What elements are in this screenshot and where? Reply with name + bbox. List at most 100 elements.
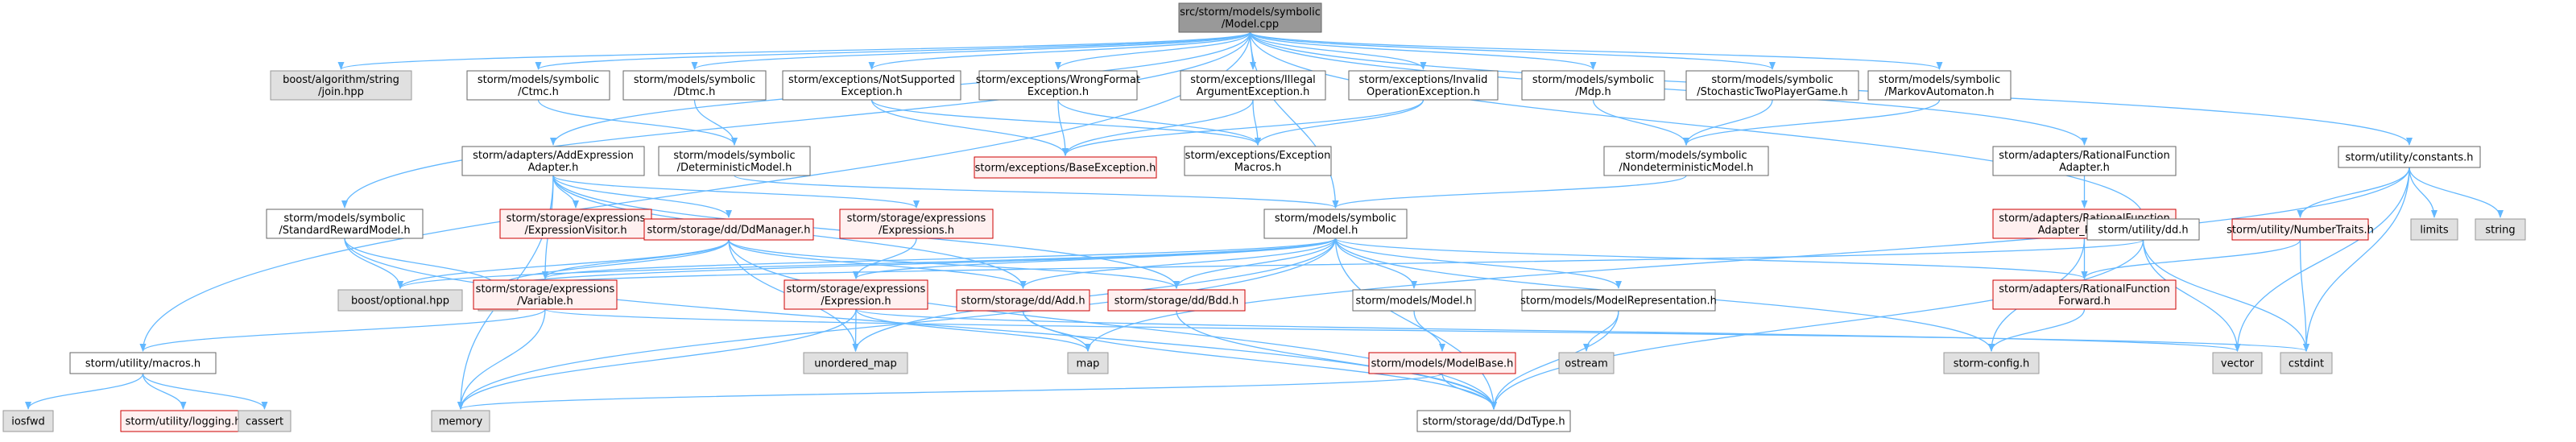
node-label-wrongfmt-line-0: storm/exceptions/WrongFormat: [976, 74, 1140, 86]
edge-model-to-add: [1019, 238, 1337, 289]
node-label-addexpr-line-0: storm/adapters/AddExpression: [473, 150, 634, 162]
edge-invalidop-to-excmacros: [1255, 99, 1424, 146]
node-label-unordered_map-line-0: unordered_map: [814, 358, 897, 370]
node-illegal[interactable]: storm/exceptions/IllegalArgumentExceptio…: [1180, 70, 1326, 101]
edge-illegal-to-baseexc: [1062, 99, 1254, 156]
node-box-modelbase: [1368, 352, 1516, 374]
node-macros[interactable]: storm/utility/macros.h: [69, 352, 217, 374]
node-box-expression: [784, 279, 928, 310]
node-label-stdreward-line-1: /StandardRewardModel.h: [279, 225, 410, 237]
edge-model-to-memory: [457, 238, 1337, 410]
node-label-ctmc-line-0: storm/models/symbolic: [478, 74, 599, 86]
edges-layer: [25, 31, 2504, 410]
node-utildd[interactable]: storm/utility/dd.h: [2086, 218, 2200, 241]
nodes-layer: src/storm/models/symbolic/Model.cppboost…: [2, 2, 2526, 432]
node-ctmc[interactable]: storm/models/symbolic/Ctmc.h: [466, 70, 610, 101]
node-box-invalidop: [1348, 70, 1499, 101]
node-box-limits: [2410, 218, 2458, 241]
node-numtraits[interactable]: storm/utility/NumberTraits.h: [2227, 218, 2374, 241]
node-label-stoch-line-0: storm/models/symbolic: [1711, 74, 1833, 86]
node-label-ratfuncadapter-line-1: Adapter.h: [2059, 162, 2110, 174]
node-box-ratfuncadapter: [1992, 146, 2177, 176]
node-label-bdd-line-0: storm/storage/dd/Bdd.h: [1114, 295, 1238, 308]
node-label-ctmc-line-1: /Ctmc.h: [518, 86, 559, 98]
edge-expression-to-map: [855, 308, 1091, 352]
node-box-vector: [2212, 352, 2263, 374]
node-label-utildd-line-0: storm/utility/dd.h: [2098, 225, 2188, 237]
edge-ratfuncfwd-to-stormconfig: [1988, 308, 2086, 352]
node-label-add-line-0: storm/storage/dd/Add.h: [961, 295, 1085, 308]
node-label-markov-line-1: /MarkovAutomaton.h: [1884, 86, 1994, 98]
node-dtmc[interactable]: storm/models/symbolic/Dtmc.h: [622, 70, 767, 101]
edge-notsupp-to-baseexc: [870, 99, 1069, 156]
node-variable[interactable]: storm/storage/expressions/Variable.h: [473, 279, 618, 310]
node-detmodel[interactable]: storm/models/symbolic/DeterministicModel…: [658, 146, 811, 176]
node-unordered_map: unordered_map: [803, 352, 908, 374]
edge-root-to-invalidop: [1249, 31, 1427, 70]
node-modelsmodel[interactable]: storm/models/Model.h: [1352, 289, 1476, 312]
edge-wrongfmt-to-baseexc: [1057, 99, 1069, 156]
node-baseexc[interactable]: storm/exceptions/BaseException.h: [974, 156, 1157, 179]
edge-model-to-unordered_map: [852, 238, 1337, 352]
node-label-markov-line-0: storm/models/symbolic: [1879, 74, 2000, 86]
edge-root-to-dtmc: [691, 31, 1251, 70]
node-model[interactable]: storm/models/symbolic/Model.h: [1263, 209, 1408, 239]
node-label-cstdint-line-0: cstdint: [2289, 358, 2324, 370]
edge-root-to-model: [1249, 31, 1339, 209]
edge-model-to-variable: [542, 238, 1337, 279]
node-label-addexpr-line-1: Adapter.h: [528, 162, 579, 174]
node-label-root-line-1: /Model.cpp: [1222, 19, 1279, 31]
node-root[interactable]: src/storm/models/symbolic/Model.cpp: [1178, 2, 1322, 33]
node-vector: vector: [2212, 352, 2263, 374]
node-box-wrongfmt: [978, 70, 1138, 101]
node-add[interactable]: storm/storage/dd/Add.h: [956, 289, 1090, 312]
edge-dtmc-to-detmodel: [693, 99, 738, 146]
node-invalidop[interactable]: storm/exceptions/InvalidOperationExcepti…: [1348, 70, 1499, 101]
edge-constants-to-string: [2409, 167, 2504, 218]
node-markov[interactable]: storm/models/symbolic/MarkovAutomaton.h: [1867, 70, 2012, 101]
node-nondet[interactable]: storm/models/symbolic/NondeterministicMo…: [1603, 146, 1769, 176]
node-box-constants: [2338, 146, 2481, 168]
edge-mdp-to-nondet: [1592, 99, 1689, 146]
edge-model-to-optional: [397, 238, 1337, 289]
node-modelbase[interactable]: storm/models/ModelBase.h: [1368, 352, 1516, 374]
node-label-notsupp-line-1: Exception.h: [841, 86, 902, 98]
node-expressions[interactable]: storm/storage/expressions/Expressions.h: [839, 209, 994, 239]
edge-utildd-to-set: [495, 239, 2144, 289]
node-label-invalidop-line-1: OperationException.h: [1367, 86, 1480, 98]
node-ddtype[interactable]: storm/storage/dd/DdType.h: [1416, 410, 1571, 432]
edge-ctmc-to-detmodel: [537, 99, 738, 146]
node-label-model-line-1: /Model.h: [1313, 225, 1358, 237]
node-ddmanager[interactable]: storm/storage/dd/DdManager.h: [643, 218, 814, 241]
edge-stoch-to-nondet: [1683, 99, 1773, 146]
node-box-string: [2475, 218, 2526, 241]
node-logging[interactable]: storm/utility/logging.h: [120, 410, 246, 432]
node-bdd[interactable]: storm/storage/dd/Bdd.h: [1107, 289, 1246, 312]
node-box-expressions: [839, 209, 994, 239]
edge-bdd-to-ddtype: [1176, 310, 1497, 410]
edge-model-to-bdd: [1173, 238, 1337, 289]
edge-root-to-mdp: [1249, 31, 1597, 70]
node-box-dtmc: [622, 70, 767, 101]
node-mdp[interactable]: storm/models/symbolic/Mdp.h: [1521, 70, 1665, 101]
node-label-expression-line-1: /Expression.h: [821, 295, 891, 308]
node-stoch[interactable]: storm/models/symbolic/StochasticTwoPlaye…: [1685, 70, 1859, 101]
node-label-nondet-line-1: /NondeterministicModel.h: [1619, 162, 1754, 174]
node-stdreward[interactable]: storm/models/symbolic/StandardRewardMode…: [266, 209, 424, 239]
node-exprvisitor[interactable]: storm/storage/expressions/ExpressionVisi…: [499, 209, 652, 239]
node-label-constants-line-0: storm/utility/constants.h: [2346, 152, 2474, 164]
node-modelrep[interactable]: storm/models/ModelRepresentation.h: [1520, 289, 1717, 312]
edge-macros-to-cassert: [142, 373, 268, 410]
node-box-iosfwd: [2, 410, 54, 432]
node-label-memory-line-0: memory: [439, 416, 483, 428]
node-expression[interactable]: storm/storage/expressions/Expression.h: [784, 279, 928, 310]
node-label-invalidop-line-0: storm/exceptions/Invalid: [1359, 74, 1488, 86]
node-constants[interactable]: storm/utility/constants.h: [2338, 146, 2481, 168]
edge-constants-to-cstdint: [2303, 167, 2410, 352]
